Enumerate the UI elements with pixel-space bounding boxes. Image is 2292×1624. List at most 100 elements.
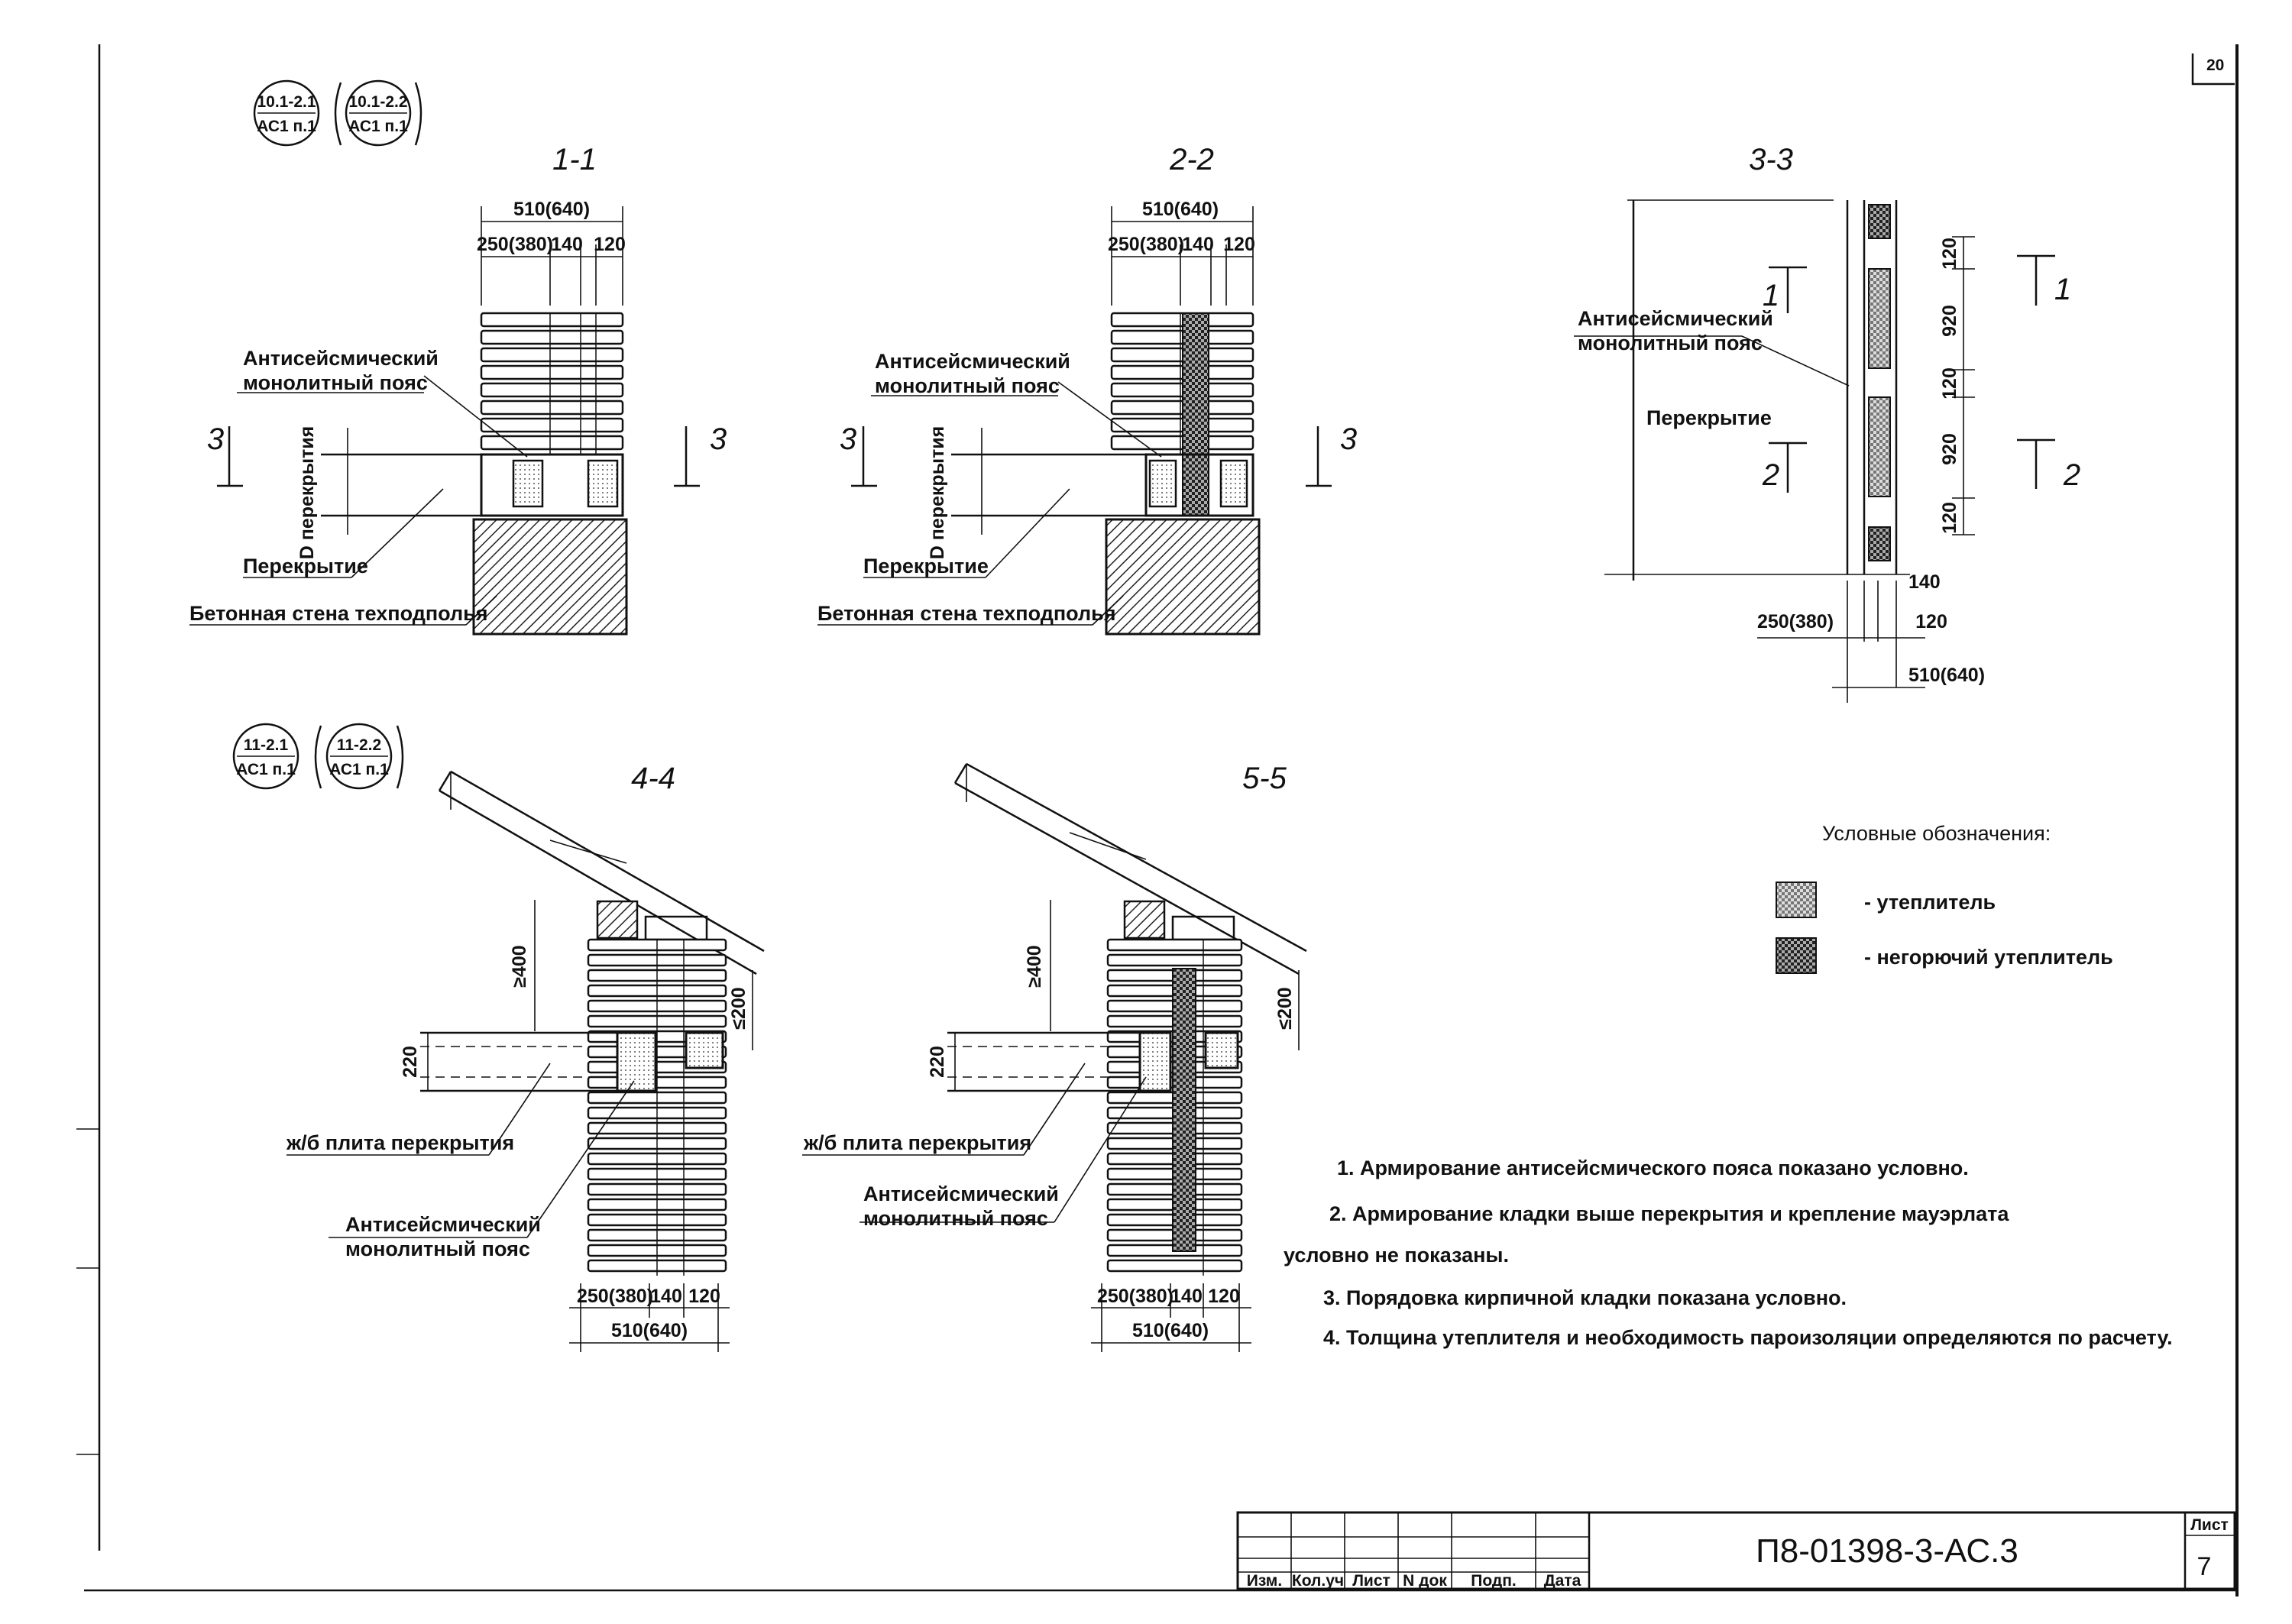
legend-item-insulation: - утеплитель: [1864, 891, 1996, 914]
ref-bubble-4-bottom: АС1 п.1: [329, 761, 389, 778]
floor-label: Перекрытие: [863, 555, 989, 577]
dim-a: 250(380): [577, 1286, 653, 1307]
notes: 1. Армирование антисейсмического пояса п…: [1284, 1157, 2173, 1349]
note-3: 3. Порядовка кирпичной кладки показана у…: [1323, 1286, 1847, 1309]
ref-bubble-3-bottom: АС1 п.1: [236, 761, 296, 778]
sheet-corner-mark: 20: [2206, 57, 2224, 74]
ref-bubble-4-top: 11-2.2: [337, 736, 381, 754]
cut-mark-2-left: 2: [1762, 458, 1779, 492]
tb-col-podp: Подп.: [1471, 1572, 1517, 1590]
dim-c: 120: [1223, 234, 1255, 255]
dim-b: 140: [551, 234, 583, 255]
belt-label-l2: монолитный пояс: [345, 1237, 530, 1260]
dim-v2: 920: [1939, 305, 1960, 337]
legend: Условные обозначения: - утеплитель - нег…: [1776, 822, 2113, 974]
sheet-frame: 20: [76, 44, 2239, 1597]
legend-swatch-insulation: [1776, 882, 1817, 918]
section-4-4: 4-4 ≥400 ≤200 220 ж/б плита перекрытия А: [286, 762, 765, 1352]
title-block: Изм. Кол.уч Лист N док Подп. Дата П8-013…: [1236, 1511, 2236, 1590]
belt-label-l1: Антисейсмический: [863, 1182, 1059, 1205]
wall-label: Бетонная стена техподполья: [817, 602, 1116, 625]
floor-dim: D перекрытия: [296, 426, 318, 560]
cut-mark-1-left: 1: [1763, 279, 1779, 312]
slab-label: ж/б плита перекрытия: [803, 1131, 1031, 1154]
floor-label: Перекрытие: [243, 555, 368, 577]
dim-a: 250(380): [477, 234, 553, 255]
dim-total: 510(640): [611, 1320, 688, 1341]
dim-total: 510(640): [1132, 1320, 1209, 1341]
ref-bubble-2-top: 10.1-2.2: [348, 93, 407, 111]
dim-v5: 120: [1939, 502, 1960, 534]
cut-mark-right: 3: [1340, 422, 1357, 456]
belt-label-l2: монолитный пояс: [875, 374, 1060, 397]
dim-b: 140: [650, 1286, 682, 1307]
dim-v4: 920: [1939, 433, 1960, 465]
section-title: 4-4: [631, 762, 675, 795]
cut-mark-left: 3: [840, 422, 856, 456]
dim-220: 220: [400, 1046, 421, 1078]
section-title: 1-1: [552, 143, 597, 176]
dim-400: ≥400: [1024, 945, 1045, 987]
page-number: 7: [2197, 1552, 2212, 1581]
dim-200: ≤200: [1274, 987, 1296, 1029]
page-label: Лист: [2190, 1516, 2229, 1534]
section-title: 5-5: [1242, 762, 1287, 795]
belt-label-l1: Антисейсмический: [1578, 307, 1773, 330]
reference-bubbles-top: 10.1-2.1 АС1 п.1 10.1-2.2 АС1 п.1: [253, 79, 422, 147]
belt-label-l1: Антисейсмический: [345, 1213, 541, 1236]
dim-total: 510(640): [1142, 199, 1219, 220]
section-title: 3-3: [1749, 143, 1793, 176]
ref-bubble-2-bottom: АС1 п.1: [348, 118, 408, 135]
cut-mark-1-right: 1: [2054, 273, 2071, 306]
belt-label-l2: монолитный пояс: [243, 371, 428, 394]
tb-col-izm: Изм.: [1247, 1572, 1282, 1590]
section-3-3: 3-3 120 920 120 920 120 1 1 2: [1574, 143, 2080, 703]
dim-510: 510(640): [1908, 665, 1985, 686]
dim-total: 510(640): [513, 199, 590, 220]
tb-col-ndok: N док: [1403, 1572, 1447, 1590]
dim-a: 250(380): [1097, 1286, 1174, 1307]
dim-c: 120: [1208, 1286, 1240, 1307]
tb-col-koluch: Кол.уч: [1292, 1572, 1344, 1590]
dim-400: ≥400: [509, 945, 530, 987]
dim-v1: 120: [1939, 238, 1960, 270]
dim-a: 250(380): [1108, 234, 1184, 255]
tb-col-data: Дата: [1544, 1572, 1581, 1590]
ref-bubble-1-top: 10.1-2.1: [257, 93, 316, 111]
dim-c: 120: [688, 1286, 720, 1307]
dim-200: ≤200: [728, 987, 749, 1029]
dim-250: 250(380): [1757, 611, 1834, 632]
dim-220: 220: [927, 1046, 948, 1078]
dim-b: 140: [1182, 234, 1214, 255]
note-4: 4. Толщина утеплителя и необходимость па…: [1323, 1326, 2173, 1349]
note-1: 1. Армирование антисейсмического пояса п…: [1337, 1157, 1969, 1179]
dim-b: 140: [1170, 1286, 1203, 1307]
belt-label-l1: Антисейсмический: [875, 350, 1070, 373]
cut-mark-2-right: 2: [2063, 458, 2080, 492]
dim-v3: 120: [1939, 367, 1960, 400]
dim-140: 140: [1908, 571, 1941, 593]
section-5-5: 5-5 ≥400 ≤200 220 ж/б плита перекрытия А…: [802, 762, 1307, 1352]
belt-label-l2: монолитный пояс: [863, 1207, 1048, 1230]
slab-label: ж/б плита перекрытия: [286, 1131, 514, 1154]
dim-c: 120: [594, 234, 626, 255]
wall-label: Бетонная стена техподполья: [189, 602, 488, 625]
section-1-1: 1-1 510(640) 250(380) 140 120 D перекрыт…: [189, 143, 727, 636]
legend-swatch-noncombustible: [1776, 937, 1817, 974]
tb-col-list: Лист: [1352, 1572, 1390, 1590]
dim-120: 120: [1915, 611, 1947, 632]
floor-label: Перекрытие: [1646, 406, 1772, 429]
floor-dim: D перекрытия: [927, 426, 948, 560]
belt-label-l1: Антисейсмический: [243, 347, 439, 370]
section-2-2: 2-2 510(640) 250(380) 140 120 D перекрыт…: [817, 143, 1357, 636]
ref-bubble-1-bottom: АС1 п.1: [257, 118, 316, 135]
legend-item-noncombustible: - негорючий утеплитель: [1864, 946, 2113, 969]
reference-bubbles-bottom: 11-2.1 АС1 п.1 11-2.2 АС1 п.1: [232, 723, 404, 790]
note-2a: 2. Армирование кладки выше перекрытия и …: [1329, 1202, 2009, 1225]
section-title: 2-2: [1169, 143, 1214, 176]
ref-bubble-3-top: 11-2.1: [244, 736, 289, 754]
note-2b: условно не показаны.: [1284, 1244, 1509, 1267]
document-code: П8-01398-3-АС.3: [1756, 1532, 2018, 1570]
